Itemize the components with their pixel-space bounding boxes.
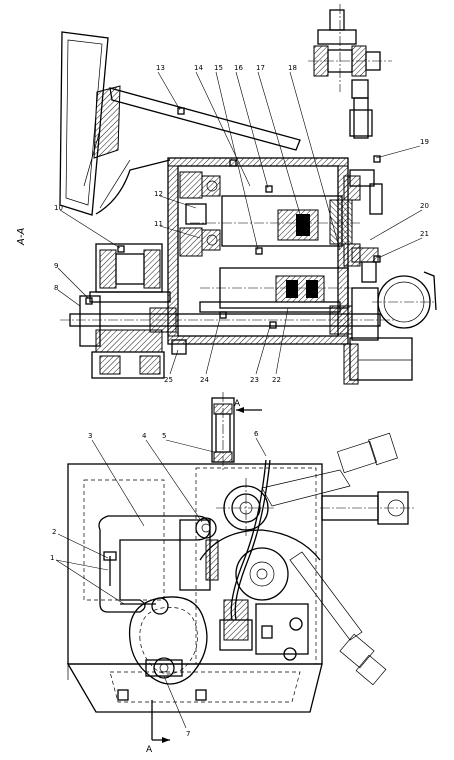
- leader-lines: [57, 71, 423, 375]
- label-6: 6: [254, 430, 259, 438]
- label-9: 9: [54, 262, 58, 270]
- label-16: 16: [234, 64, 243, 72]
- main-shaft: [60, 301, 395, 335]
- label-17: 17: [256, 64, 265, 72]
- section-mark-bottom: А: [146, 700, 170, 755]
- left-gear-drive: [79, 243, 187, 379]
- label-23: 23: [250, 376, 259, 384]
- label-24: 24: [200, 376, 209, 384]
- label-21: 21: [420, 230, 429, 238]
- label-2: 2: [52, 528, 56, 536]
- label-1: 1: [50, 554, 54, 562]
- label-25: 25: [164, 376, 173, 384]
- label-18: 18: [288, 64, 297, 72]
- label-10: 10: [54, 204, 63, 212]
- section-letter-top: А: [234, 399, 241, 409]
- left-bearings: [179, 171, 221, 257]
- top-column: [211, 392, 235, 470]
- section-title: А-А: [16, 228, 27, 246]
- label-8: 8: [54, 284, 58, 292]
- swung-position: [261, 432, 416, 686]
- label-5: 5: [162, 432, 166, 440]
- lower-roller: [200, 267, 370, 309]
- right-hardware: [349, 169, 383, 283]
- label-19: 19: [420, 138, 429, 146]
- cam-mechanism: [128, 596, 208, 685]
- label-11: 11: [154, 220, 163, 228]
- plan-view: А А: [50, 392, 416, 755]
- valve-assembly: [308, 4, 392, 139]
- label-3: 3: [88, 432, 92, 440]
- label-15: 15: [214, 64, 223, 72]
- frame: [66, 463, 323, 713]
- central-disks: [179, 478, 321, 601]
- label-7: 7: [186, 730, 190, 738]
- section-letter-bottom: А: [146, 745, 153, 755]
- label-13: 13: [156, 64, 165, 72]
- right-pulley: [343, 271, 437, 385]
- label-22: 22: [272, 376, 281, 384]
- section-mark-top: А: [234, 399, 262, 413]
- label-4: 4: [142, 432, 147, 440]
- swing-arm: [219, 459, 309, 655]
- plan-leaders: [55, 437, 267, 729]
- label-20: 20: [420, 202, 429, 210]
- hopper: [59, 31, 301, 216]
- section-view: А-А: [16, 4, 437, 385]
- fasteners: [85, 107, 381, 329]
- label-14: 14: [194, 64, 203, 72]
- label-12: 12: [154, 190, 163, 198]
